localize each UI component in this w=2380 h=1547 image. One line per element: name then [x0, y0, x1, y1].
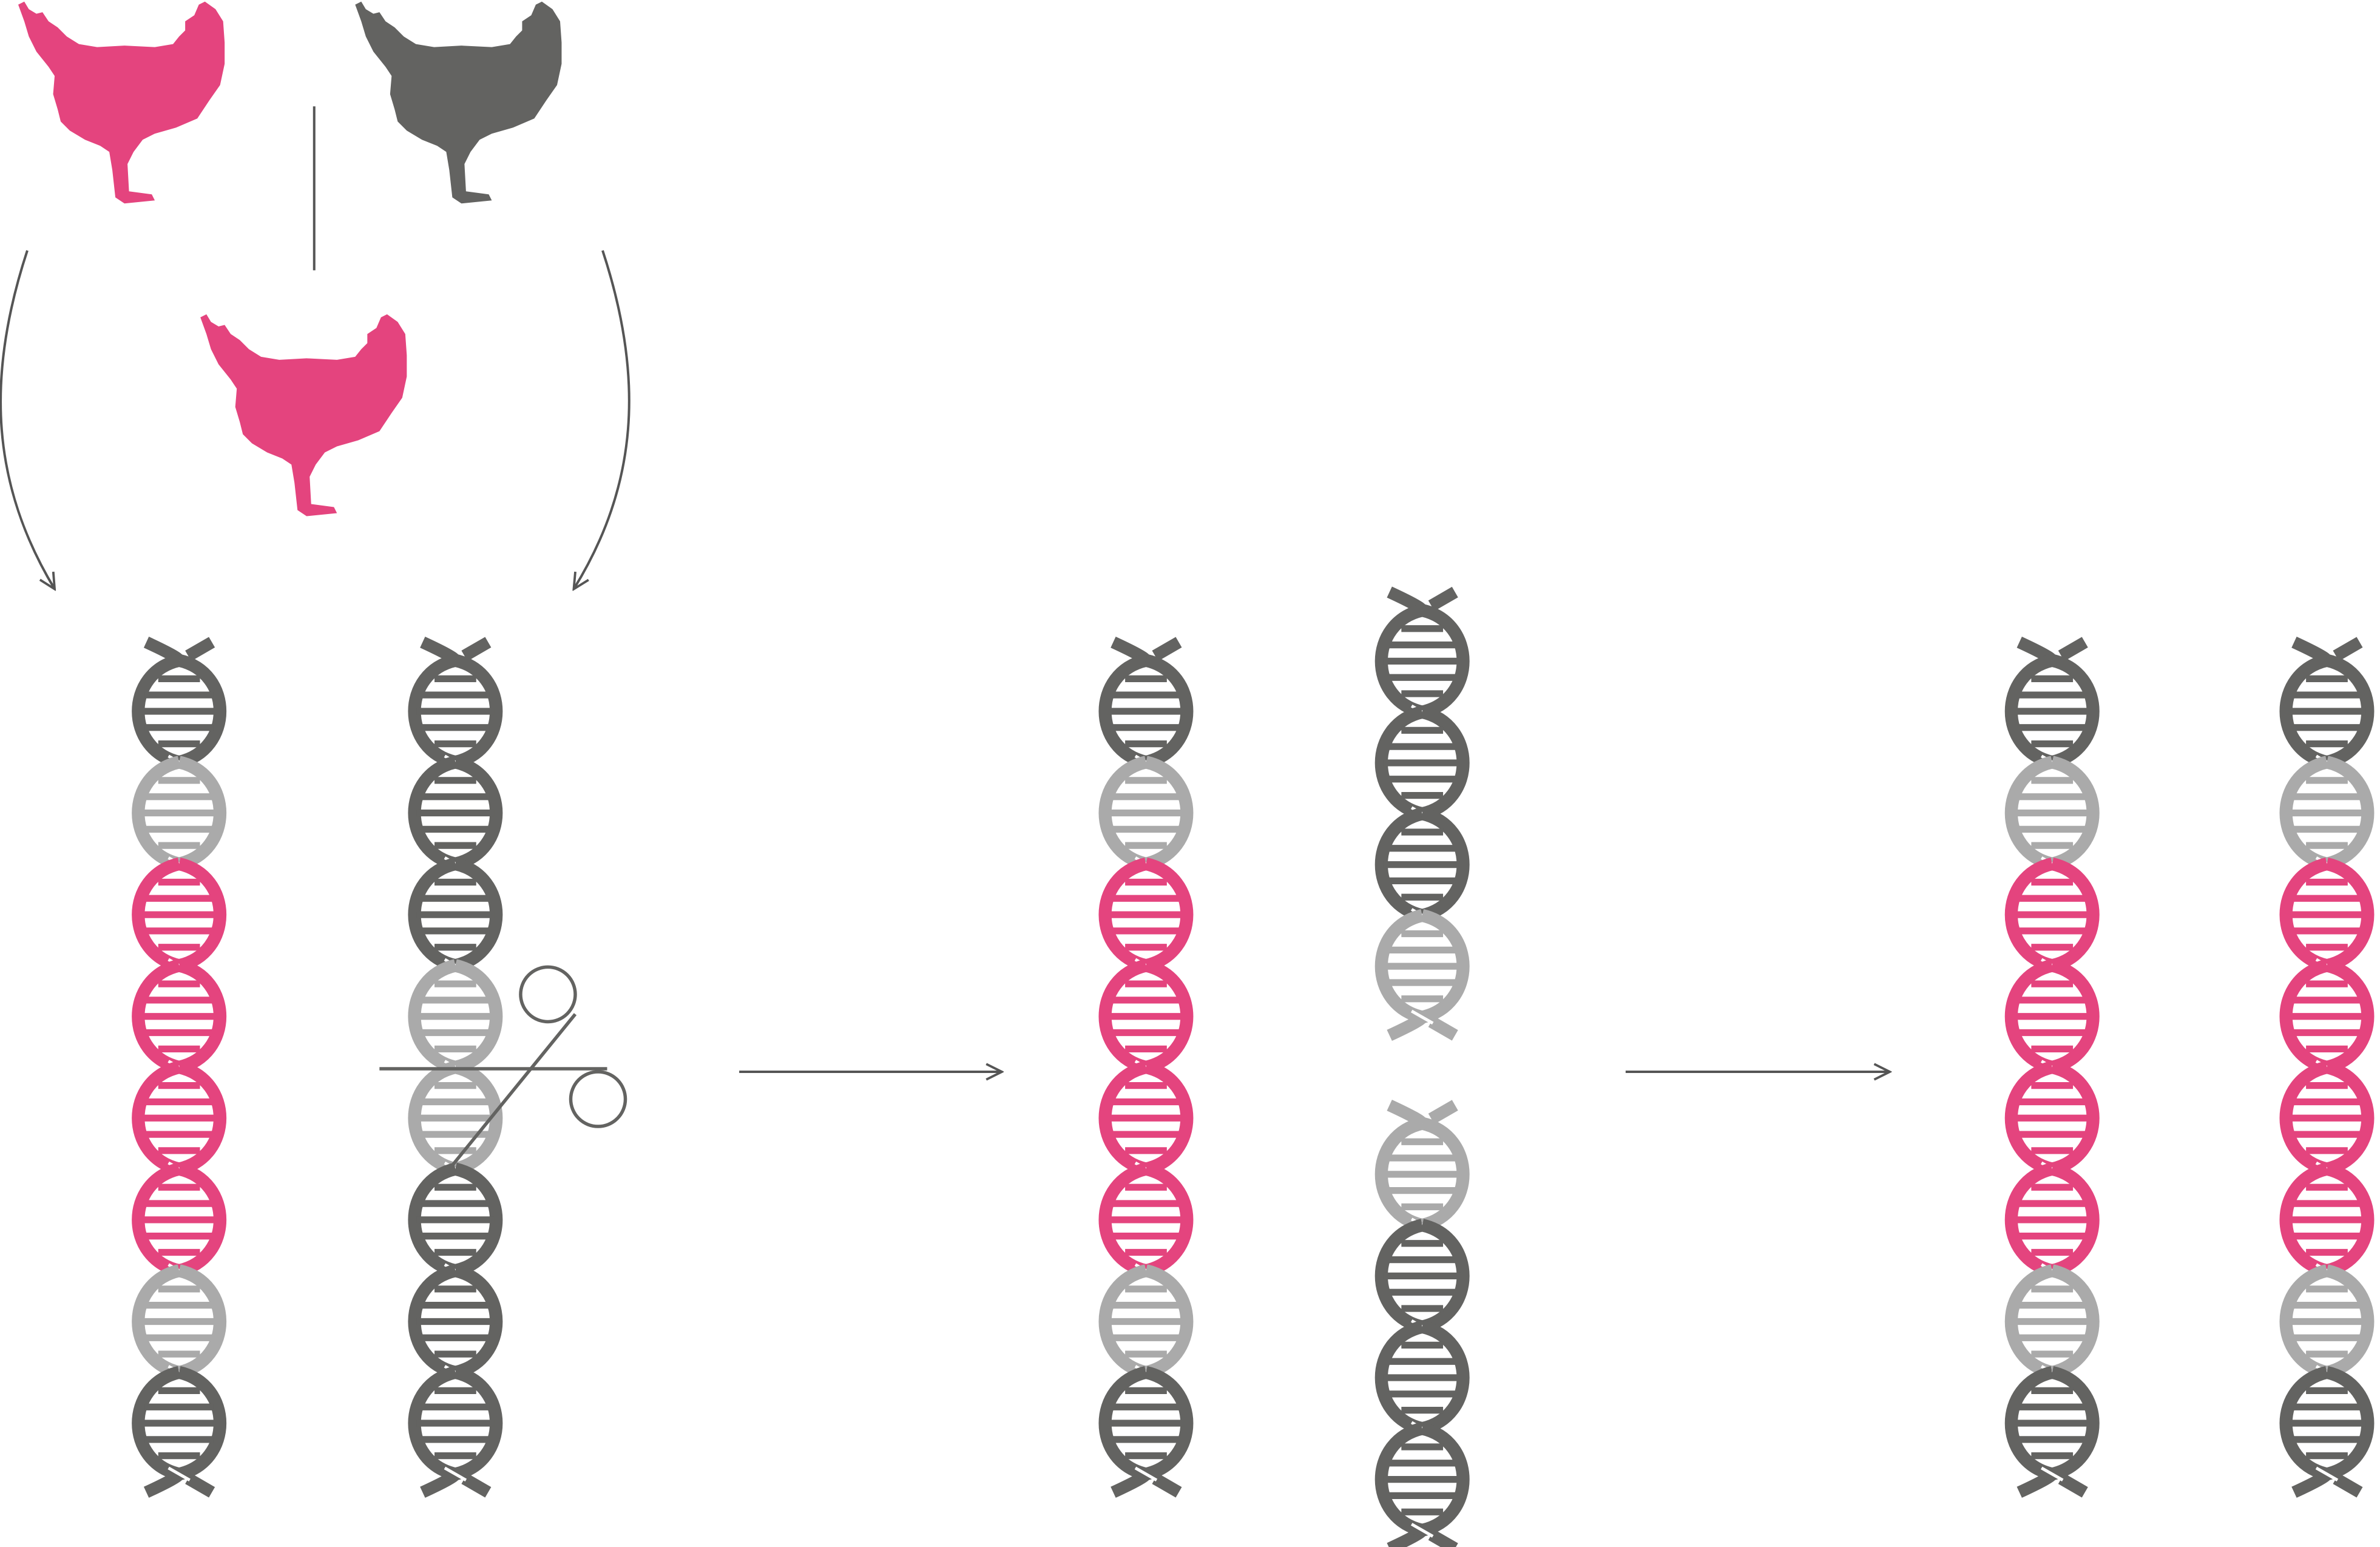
dna-helix-icon [408, 637, 503, 1498]
helix-tail [185, 1473, 215, 1498]
helix-segment-light [2004, 756, 2100, 872]
helix-segment-dark [408, 1264, 503, 1380]
curved-arrow-left [0, 250, 55, 589]
helix-segment-pink [1098, 857, 1194, 973]
helix-segment-dark [2004, 1366, 2100, 1482]
chicken-parent-1 [18, 1, 225, 204]
helix-segment-pink [132, 1061, 227, 1177]
helix-segment-dark [2279, 1366, 2375, 1482]
helix-segment-pink [132, 959, 227, 1075]
helix-segment-dark [1374, 1320, 1470, 1436]
scissors-icon [379, 965, 627, 1178]
helix-segment-pink [2279, 857, 2375, 973]
dna-helix-icon [1374, 586, 1470, 1041]
dna-helix-icon [2004, 637, 2100, 1498]
helix-segment-dark [1374, 1219, 1470, 1335]
helix-segment-dark [408, 1366, 503, 1482]
helix-segment-light [132, 1264, 227, 1380]
chicken-icon [18, 1, 225, 204]
helix-segment-light [1098, 1264, 1194, 1380]
helix-segment-light [2004, 1264, 2100, 1380]
helix-segment-dark [1374, 705, 1470, 821]
helix-segment-dark [1098, 1366, 1194, 1482]
helix-segment-pink [2004, 1162, 2100, 1278]
helix-segment-light [132, 756, 227, 872]
helix-segment-pink [132, 857, 227, 973]
helix-tail [185, 637, 215, 662]
helix-segment-dark [2004, 654, 2100, 770]
helix-tail [461, 637, 492, 662]
dna-helix-icon [132, 637, 227, 1498]
helix-segment-dark [1098, 654, 1194, 770]
chicken-icon [200, 314, 407, 516]
dna-helices [132, 586, 2375, 1547]
helix-tail [1428, 586, 1458, 611]
helix-tail [1152, 637, 1182, 662]
helix-segment-dark [408, 1162, 503, 1278]
helix-segment-pink [1098, 1162, 1194, 1278]
helix-tail [1428, 1016, 1458, 1041]
helix-tail [461, 1473, 492, 1498]
helix-segment-pink [2004, 1061, 2100, 1177]
helix-segment-dark [408, 857, 503, 973]
helix-tail [1428, 1529, 1458, 1547]
helix-segment-dark [1374, 807, 1470, 923]
helix-tail [1428, 1100, 1458, 1125]
dna-helix-icon [1374, 1099, 1470, 1547]
helix-segment-pink [2279, 1061, 2375, 1177]
helix-segment-light [1374, 1117, 1470, 1233]
helix-segment-dark [132, 1366, 227, 1482]
chicken-offspring [200, 314, 407, 516]
dna-helix-icon [1098, 637, 1194, 1498]
dna-helix-icon [2279, 637, 2375, 1498]
helix-tail [2333, 1473, 2363, 1498]
helix-segment-pink [2004, 959, 2100, 1075]
helix-segment-pink [132, 1162, 227, 1278]
helix-segment-dark [2279, 654, 2375, 770]
helix-tail [2058, 1473, 2088, 1498]
curved-arrow-right [573, 250, 630, 589]
helix-segment-pink [2004, 857, 2100, 973]
helix-segment-light [408, 1061, 503, 1177]
helix-segment-dark [1374, 1422, 1470, 1538]
helix-segment-light [408, 959, 503, 1075]
helix-segment-pink [1098, 1061, 1194, 1177]
helix-segment-light [1098, 756, 1194, 872]
helix-segment-pink [1098, 959, 1194, 1075]
helix-tail [2058, 637, 2088, 662]
helix-tail [1152, 1473, 1182, 1498]
helix-segment-pink [2279, 959, 2375, 1075]
helix-segment-dark [408, 756, 503, 872]
helix-segment-light [2279, 1264, 2375, 1380]
helix-segment-dark [408, 654, 503, 770]
chicken-parent-2 [355, 1, 562, 204]
helix-segment-light [1374, 909, 1470, 1025]
helix-segment-pink [2279, 1162, 2375, 1278]
helix-segment-dark [132, 654, 227, 770]
helix-segment-dark [1374, 604, 1470, 720]
helix-tail [2333, 637, 2363, 662]
chicken-icon [355, 1, 562, 204]
helix-segment-light [2279, 756, 2375, 872]
